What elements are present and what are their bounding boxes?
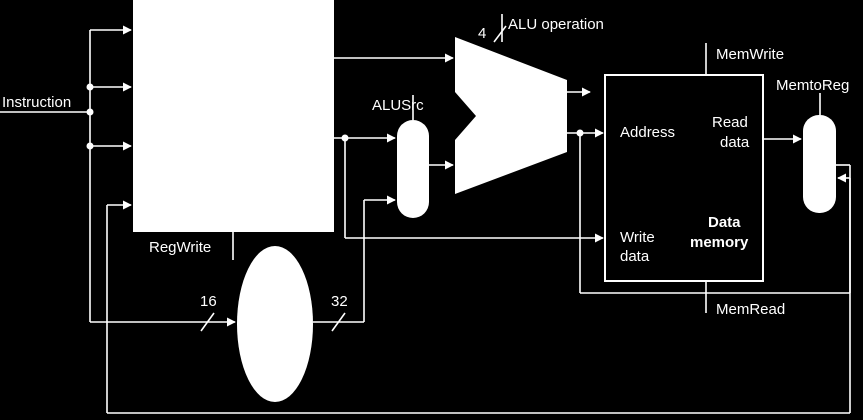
instruction-wires [0, 25, 236, 327]
width-slash-16 [200, 312, 215, 332]
data-memory-block [604, 74, 764, 282]
alu-op-width-label: 4 [478, 25, 486, 42]
write-data-label-line1: Write [620, 229, 655, 246]
memwrite-label: MemWrite [716, 46, 784, 63]
write-data-label-line2: data [620, 248, 650, 265]
memtoreg-label: MemtoReg [776, 77, 849, 94]
read-data-label-line1: Read [712, 114, 748, 131]
register-file-block [133, 0, 334, 232]
width-slash-32 [331, 312, 346, 332]
data-memory-title-line1: Data [708, 214, 741, 231]
alusrc-mux [397, 120, 429, 218]
alu-unit [455, 37, 567, 194]
address-port-label: Address [620, 124, 675, 141]
alusrc-label: ALUSrc [372, 97, 424, 114]
regwrite-label: RegWrite [149, 239, 211, 256]
data-memory-title-line2: memory [690, 234, 749, 251]
sign-extend-unit [237, 246, 313, 402]
width-16-label: 16 [200, 293, 217, 310]
width-slash-4 [493, 25, 507, 43]
register-output-wires [334, 53, 604, 243]
width-32-label: 32 [331, 293, 348, 310]
read-data-label-line2: data [720, 134, 750, 151]
instruction-label: Instruction [2, 94, 71, 111]
memread-label: MemRead [716, 301, 785, 318]
alu-output-wires [567, 87, 851, 294]
alu-operation-label: ALU operation [508, 16, 604, 33]
memtoreg-mux [803, 115, 836, 213]
